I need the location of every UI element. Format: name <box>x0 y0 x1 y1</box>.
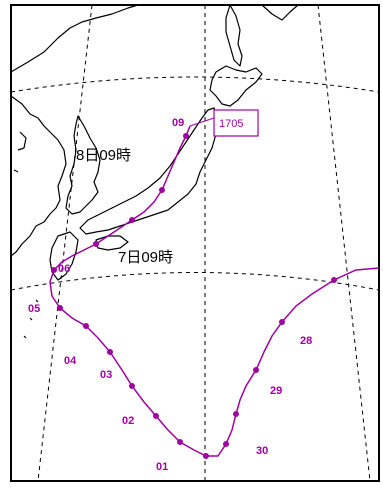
mainland-coast <box>10 4 139 257</box>
day-label-04: 04 <box>64 355 77 367</box>
hokkaido-coast <box>209 65 263 107</box>
shikoku-coast <box>95 235 129 251</box>
track-point <box>223 441 229 447</box>
sakhalin-coast <box>225 4 243 67</box>
track-point <box>51 267 57 273</box>
day-label-06: 06 <box>58 263 70 275</box>
storm-id-leader <box>189 117 215 127</box>
day-label-02: 02 <box>122 415 134 427</box>
typhoon-track <box>49 125 380 457</box>
ryukyu-islets <box>23 299 39 339</box>
track-point <box>203 453 209 459</box>
track-point <box>183 133 189 139</box>
annotation-day7-0900: 7日09時 <box>118 249 173 266</box>
track-point <box>129 217 135 223</box>
track-point <box>83 323 89 329</box>
track-day-labels: 28 29 30 01 02 03 04 05 06 09 <box>28 117 312 473</box>
kyushu-coast <box>49 231 79 281</box>
day-label-03: 03 <box>100 369 112 381</box>
track-point <box>153 413 159 419</box>
day-label-05: 05 <box>28 303 40 315</box>
korea-coast <box>65 115 101 215</box>
track-point <box>57 305 63 311</box>
day-label-30: 30 <box>256 445 268 457</box>
track-point <box>331 277 337 283</box>
west-islets <box>13 131 27 173</box>
track-point <box>129 383 135 389</box>
storm-id-label: 1705 <box>219 118 243 130</box>
storm-id-frame <box>213 109 259 137</box>
annotation-day8-0900: 8日09時 <box>76 147 131 164</box>
track-point <box>177 439 183 445</box>
track-point <box>279 319 285 325</box>
storm-id-box: 1705 <box>189 109 259 137</box>
track-point <box>159 187 165 193</box>
coastlines <box>10 4 299 339</box>
track-point <box>107 349 113 355</box>
track-point <box>253 367 259 373</box>
day-label-01: 01 <box>156 461 168 473</box>
far-east-coast <box>261 4 299 21</box>
day-label-29: 29 <box>270 385 282 397</box>
track-line <box>49 125 380 457</box>
track-points <box>51 133 337 459</box>
track-point <box>93 241 99 247</box>
day-label-09: 09 <box>172 117 184 129</box>
track-point <box>233 411 239 417</box>
map-border <box>10 4 380 482</box>
day-label-28: 28 <box>300 335 312 347</box>
latitude-line-north <box>10 76 380 93</box>
